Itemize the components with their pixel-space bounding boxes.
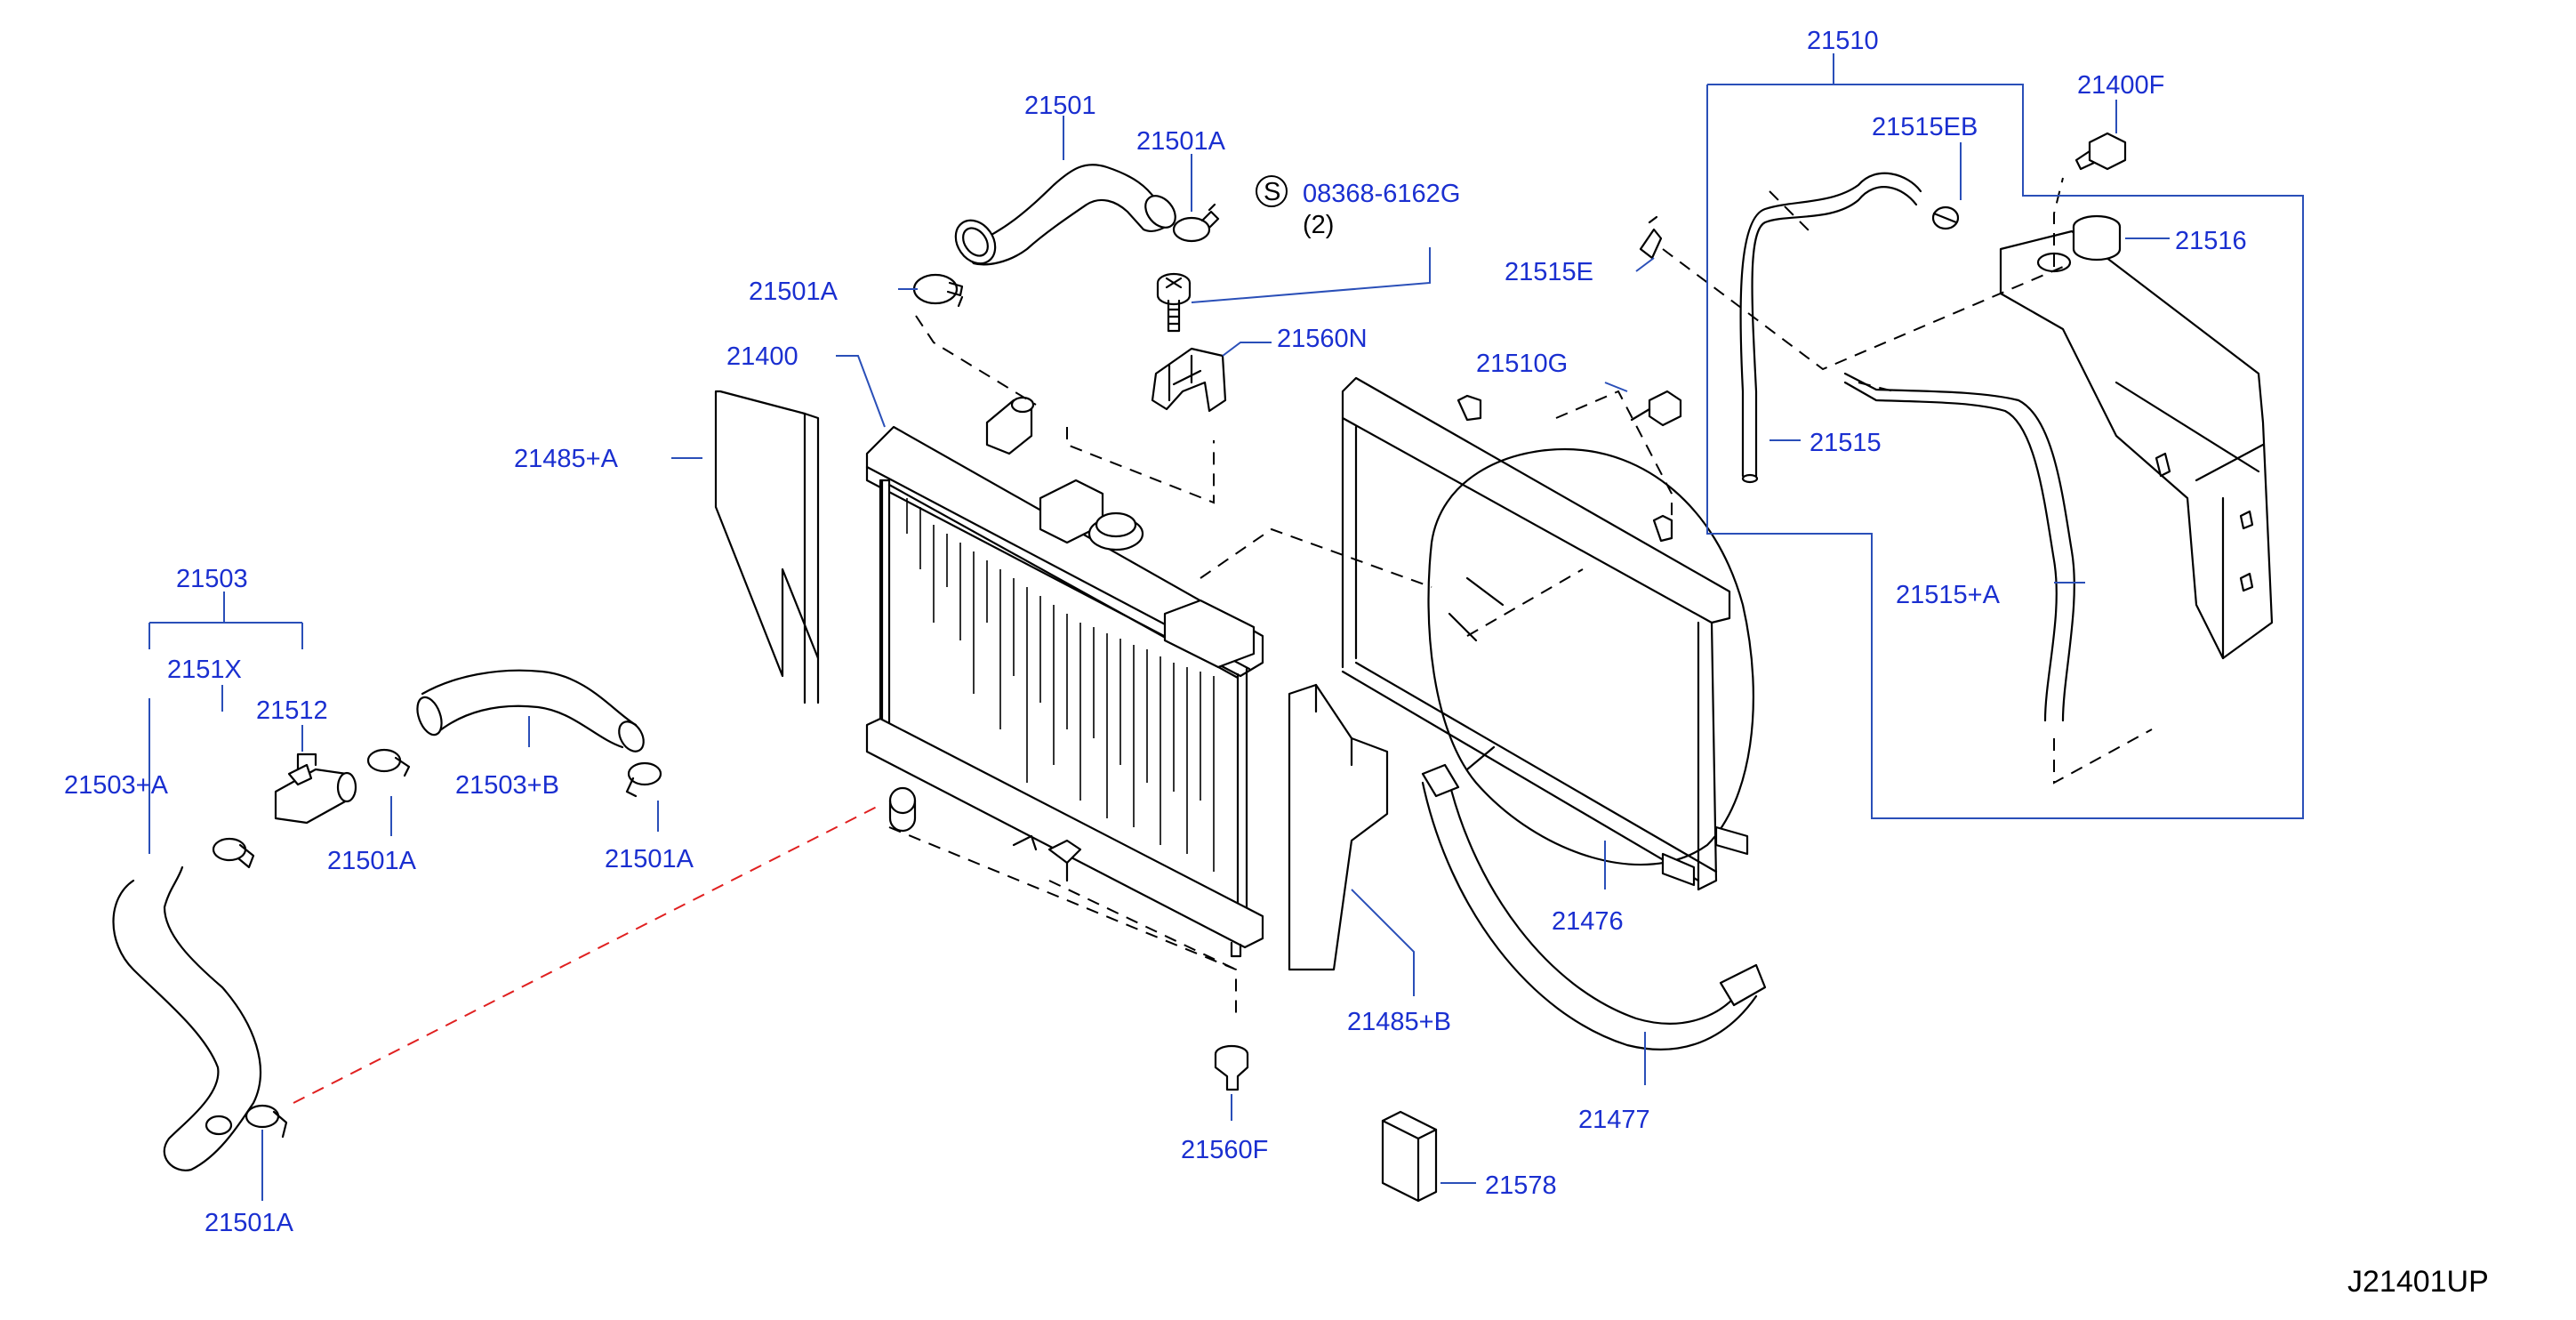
overflow-hose[interactable] bbox=[1843, 372, 2075, 722]
label-21501a-top[interactable]: 21501A bbox=[1136, 127, 1226, 156]
hose-clamp-top[interactable] bbox=[1172, 203, 1220, 243]
drawing-code: J21401UP bbox=[2347, 1265, 2489, 1299]
bolt-08368[interactable] bbox=[1156, 272, 1192, 333]
label-21501[interactable]: 21501 bbox=[1024, 92, 1096, 120]
fan-shroud-lower[interactable] bbox=[1421, 763, 1767, 1050]
label-08368-6162g[interactable]: 08368-6162G bbox=[1303, 180, 1460, 208]
lower-hose-upper-section[interactable] bbox=[413, 669, 648, 756]
s-symbol-circle bbox=[1256, 175, 1288, 207]
label-21515[interactable]: 21515 bbox=[1810, 429, 1882, 457]
label-21501a-bottom[interactable]: 21501A bbox=[205, 1209, 294, 1237]
air-guide-seal-b[interactable] bbox=[1288, 683, 1389, 971]
label-21501a-mid[interactable]: 21501A bbox=[327, 847, 417, 875]
hose-clip-21515eb[interactable] bbox=[1931, 205, 1960, 230]
label-21485b[interactable]: 21485+B bbox=[1347, 1008, 1451, 1036]
label-21400[interactable]: 21400 bbox=[726, 342, 798, 371]
radiator-core[interactable] bbox=[865, 396, 1264, 958]
clip-21515e[interactable] bbox=[1639, 215, 1663, 260]
label-21516[interactable]: 21516 bbox=[2175, 227, 2247, 255]
hose-clamp-connector[interactable] bbox=[366, 748, 411, 777]
label-21400f[interactable]: 21400F bbox=[2077, 71, 2164, 100]
hose-connector[interactable] bbox=[274, 753, 357, 825]
lower-hose[interactable] bbox=[112, 865, 261, 1171]
reservoir-bolt[interactable] bbox=[2074, 132, 2127, 171]
label-21560f[interactable]: 21560F bbox=[1181, 1136, 1268, 1164]
label-2151x[interactable]: 2151X bbox=[167, 656, 242, 684]
label-21515a[interactable]: 21515+A bbox=[1896, 581, 2001, 609]
assembly-lines bbox=[293, 177, 2153, 1104]
label-21578[interactable]: 21578 bbox=[1485, 1171, 1557, 1200]
label-21512[interactable]: 21512 bbox=[256, 696, 328, 725]
block-21578[interactable] bbox=[1381, 1110, 1438, 1203]
hose-clamp-left-top[interactable] bbox=[912, 273, 964, 308]
label-21510g[interactable]: 21510G bbox=[1476, 350, 1568, 378]
label-21515e[interactable]: 21515E bbox=[1505, 258, 1593, 286]
bolt-21510g[interactable] bbox=[1630, 390, 1682, 427]
label-21501a-right[interactable]: 21501A bbox=[605, 845, 694, 873]
upper-radiator-hose[interactable] bbox=[948, 164, 1182, 271]
drain-plug-21560f[interactable] bbox=[1214, 1044, 1249, 1091]
label-21503b[interactable]: 21503+B bbox=[455, 771, 559, 800]
label-21501a-left[interactable]: 21501A bbox=[749, 278, 839, 306]
air-guide-seal-a[interactable] bbox=[714, 390, 820, 704]
label-21476[interactable]: 21476 bbox=[1552, 907, 1624, 936]
label-21515eb[interactable]: 21515EB bbox=[1872, 113, 1978, 141]
label-21510[interactable]: 21510 bbox=[1807, 27, 1879, 55]
leader-lines bbox=[148, 53, 2304, 1201]
label-21477[interactable]: 21477 bbox=[1578, 1106, 1650, 1134]
label-21503a[interactable]: 21503+A bbox=[64, 771, 169, 800]
part-labels: 21501 21501A S 08368-6162G (2) 21501A 21… bbox=[64, 27, 2489, 1299]
s-symbol: S bbox=[1264, 178, 1280, 206]
fan-shroud[interactable] bbox=[1341, 376, 1754, 891]
hose-clamp-lower-left[interactable] bbox=[212, 837, 255, 869]
reservoir-cap[interactable] bbox=[2072, 214, 2122, 262]
label-08368-qty: (2) bbox=[1303, 211, 1334, 239]
hose-clamp-right[interactable] bbox=[625, 761, 662, 798]
bracket-21560n[interactable] bbox=[1151, 347, 1227, 413]
label-21485a[interactable]: 21485+A bbox=[514, 445, 619, 473]
hose-clamp-bottom[interactable] bbox=[245, 1104, 288, 1139]
coolant-reservoir[interactable] bbox=[1999, 229, 2274, 660]
label-21503[interactable]: 21503 bbox=[176, 565, 248, 593]
label-21560n[interactable]: 21560N bbox=[1277, 325, 1368, 353]
